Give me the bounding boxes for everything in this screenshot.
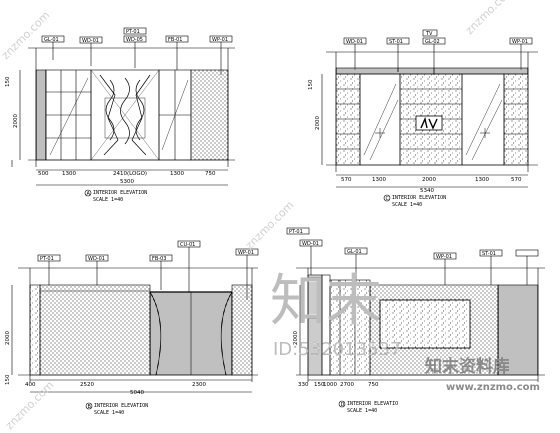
- elevation-d: PT-01 WD-01 GL-01 WP-01 ST-01 2000: [286, 227, 545, 414]
- height-dim: 2000: [315, 116, 321, 130]
- height-dim: 2000: [293, 331, 299, 345]
- width-dim: 1000: [323, 382, 337, 388]
- tv-screen: [415, 115, 443, 131]
- width-dim: 400: [25, 382, 36, 388]
- tag-label: FB-03: [152, 256, 166, 262]
- material-tags-a: GL-01 WD-01 PT-01 WD-05 FB-01 WP-01: [41, 27, 233, 75]
- width-dim: 330: [298, 382, 309, 388]
- total-dim: 5340: [420, 188, 434, 194]
- watermark-brand: 知末资料库: [424, 356, 510, 377]
- tag-label: WD-01: [302, 241, 319, 247]
- scale-label: SCALE 1=40: [94, 410, 124, 416]
- height-dim: 2000: [5, 331, 11, 345]
- material-tags-d: PT-01 WD-01 GL-01 WP-01 ST-01: [286, 227, 539, 285]
- width-dim: 570: [511, 177, 522, 183]
- tag-label: WP-01: [238, 250, 254, 256]
- tag-label: GL-01: [347, 249, 362, 255]
- width-dim: 1300: [372, 177, 386, 183]
- elevation-caption: INTERIOR ELEVATION: [93, 190, 147, 196]
- watermark-diagonal: znzmo.com: [243, 199, 297, 253]
- view-id: C: [386, 196, 390, 202]
- tag-label: WD-05: [126, 37, 143, 43]
- tag-label: TV: [425, 31, 433, 37]
- view-id: A: [87, 191, 91, 197]
- curtain: [149, 291, 233, 376]
- width-dim: 750: [205, 171, 216, 177]
- watermark-diagonal: znzmo.com: [463, 0, 517, 37]
- watermark-id: ID:532013537: [273, 339, 401, 360]
- material-tags-c: WD-01 ST-01 TV GL-02 WP-01: [343, 29, 533, 75]
- tag-label: WP-01: [436, 254, 452, 260]
- elevation-caption: INTERIOR ELEVATIO: [347, 401, 398, 407]
- view-id: D: [341, 402, 345, 408]
- tag-label: WD-01: [82, 38, 99, 44]
- tag-label: WP-01: [212, 37, 228, 43]
- tag-label: WD-01: [88, 256, 105, 262]
- elevation-caption: INTERIOR ELEVATION: [392, 195, 446, 201]
- sub-dim: 2410(LOGO): [113, 171, 147, 177]
- width-dim: 2000: [422, 177, 436, 183]
- ornament-screen: [90, 69, 160, 161]
- height-dim: 2000: [13, 114, 19, 128]
- width-dim: 570: [341, 177, 352, 183]
- height-dim: 150: [5, 374, 11, 385]
- elevation-b: PT-01 WD-01 FB-03 CU-01 WP-01: [5, 240, 259, 416]
- elevation-caption: INTERIOR ELEVATION: [94, 403, 148, 409]
- tag-label: WD-01: [346, 39, 363, 45]
- height-dim: 150: [5, 76, 11, 87]
- width-dim: 1300: [62, 171, 76, 177]
- tag-label: PT-01: [126, 29, 140, 35]
- total-dim: 5300: [120, 179, 134, 185]
- tag-label: ST-01: [389, 39, 403, 45]
- elevation-a: GL-01 WD-01 PT-01 WD-05 FB-01 WP-01: [5, 27, 235, 203]
- width-dim: 1300: [475, 177, 489, 183]
- tag-label: FB-01: [168, 37, 182, 43]
- width-dim: 1300: [170, 171, 184, 177]
- width-dim: 2300: [192, 382, 206, 388]
- width-dim: 2520: [80, 382, 94, 388]
- tag-label: PT-01: [40, 256, 54, 262]
- view-id: B: [88, 404, 92, 410]
- tag-label: PT-01: [289, 229, 303, 235]
- elevation-c: WD-01 ST-01 TV GL-02 WP-01: [308, 29, 538, 208]
- total-dim: 5040: [130, 390, 144, 396]
- tag-label: ST-01: [482, 251, 496, 257]
- tag-label: CU-01: [180, 242, 195, 248]
- width-dim: 500: [38, 171, 49, 177]
- width-dim: 2700: [340, 382, 354, 388]
- material-tags-b: PT-01 WD-01 FB-03 CU-01 WP-01: [37, 240, 259, 300]
- scale-label: SCALE 1=40: [392, 202, 422, 208]
- tag-label: GL-02: [425, 39, 440, 45]
- watermark-url: www.znzmo.com: [446, 382, 540, 393]
- tag-label: GL-01: [44, 37, 59, 43]
- watermark-diagonal: znzmo.com: [0, 9, 53, 63]
- tag-label: WP-01: [512, 39, 528, 45]
- scale-label: SCALE 1=40: [93, 197, 123, 203]
- width-dim: 750: [368, 382, 379, 388]
- width-dim: 150: [314, 382, 325, 388]
- watermark-logo: 知末: [270, 269, 382, 334]
- height-dim: 150: [308, 79, 314, 90]
- scale-label: SCALE 1=40: [347, 408, 377, 414]
